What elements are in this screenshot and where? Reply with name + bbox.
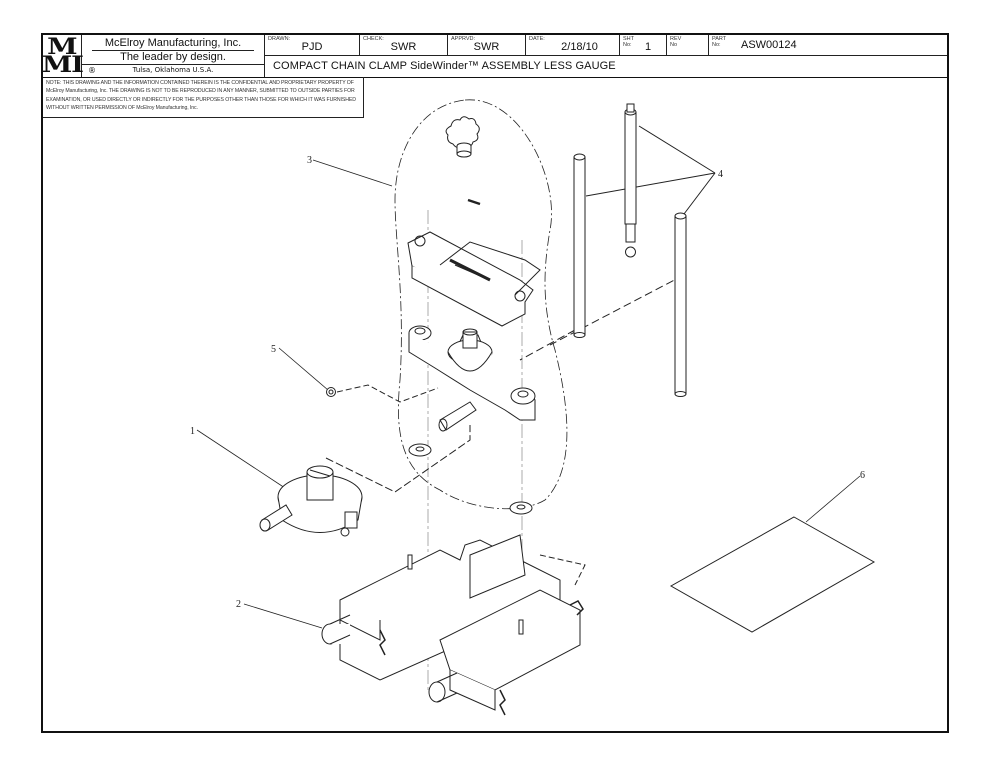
company-tagline: The leader by design. <box>120 51 226 63</box>
part-label: PART No: <box>712 36 727 48</box>
confidentiality-note: NOTE: THIS DRAWING AND THE INFORMATION C… <box>43 77 364 118</box>
drawing-title: COMPACT CHAIN CLAMP SideWinder™ ASSEMBLY… <box>273 60 616 72</box>
rev-label: REV No <box>670 36 682 48</box>
sheet-field: SHT No: 1 <box>620 35 667 56</box>
assembly-path-5 <box>336 384 439 403</box>
washer-part-left <box>408 443 432 457</box>
drawn-value: PJD <box>301 41 323 53</box>
leader-2 <box>243 603 323 629</box>
drawn-label: DRAWN: <box>268 36 291 42</box>
leader-4c <box>683 172 716 215</box>
approved-field: APPRVD: SWR <box>448 35 526 56</box>
balloon-3: 3 <box>307 155 312 166</box>
part-field: PART No: ASW00124 <box>709 35 947 56</box>
gear-housing-part <box>259 465 363 537</box>
company-name: McElroy Manufacturing, Inc. <box>104 37 242 49</box>
drawn-field: DRAWN: PJD <box>265 35 360 56</box>
guide-rod-left <box>573 153 586 338</box>
sheet-value: 1 <box>644 41 652 53</box>
approved-value: SWR <box>473 41 500 53</box>
divider <box>92 50 254 51</box>
guide-rod-right <box>674 212 687 397</box>
drawing-sheet-frame: M MI McElroy Manufacturing, Inc. The lea… <box>41 33 949 733</box>
date-field: DATE: 2/18/10 <box>526 35 620 56</box>
lower-clamp-body-part <box>408 325 536 432</box>
leader-1 <box>196 429 286 489</box>
leader-6 <box>805 475 861 523</box>
balloon-4: 4 <box>718 169 723 180</box>
part-number: ASW00124 <box>741 39 797 51</box>
assembly-path-1 <box>325 425 471 493</box>
company-info: McElroy Manufacturing, Inc. The leader b… <box>82 35 265 77</box>
nut-part <box>326 387 336 397</box>
assembly-path-frame <box>539 554 586 586</box>
company-location: Tulsa, Oklahoma U.S.A. <box>132 66 214 74</box>
chain-clamp-frame-part <box>321 534 584 716</box>
drawing-title-row: COMPACT CHAIN CLAMP SideWinder™ ASSEMBLY… <box>265 56 947 77</box>
pin-part <box>467 198 481 206</box>
check-label: CHECK: <box>363 36 384 42</box>
balloon-2: 2 <box>236 599 241 610</box>
instruction-sheet-part <box>669 516 876 633</box>
company-logo: M MI <box>41 33 84 78</box>
sheet-label: SHT No: <box>623 36 634 48</box>
star-knob-part <box>445 116 480 158</box>
date-value: 2/18/10 <box>561 41 598 53</box>
check-field: CHECK: SWR <box>360 35 448 56</box>
leader-4b <box>585 172 716 197</box>
guide-rod-middle <box>624 103 637 258</box>
location-row: ® Tulsa, Oklahoma U.S.A. <box>82 64 264 78</box>
date-label: DATE: <box>529 36 545 42</box>
assembly-path-rod-left <box>519 329 576 361</box>
assembly-path-rod-right <box>549 274 685 346</box>
leader-3 <box>312 159 393 187</box>
leader-5 <box>278 347 329 391</box>
group-boundary-outline <box>394 99 568 510</box>
registered-mark-icon: ® <box>88 66 96 75</box>
approved-label: APPRVD: <box>451 36 476 42</box>
washer-part-right <box>509 501 533 515</box>
check-value: SWR <box>390 41 417 53</box>
upper-clamp-plate-part <box>407 231 541 327</box>
leader-4a <box>638 125 716 174</box>
logo-text-bottom: MI <box>41 52 84 78</box>
logo-text-top: M <box>47 33 77 60</box>
balloon-5: 5 <box>271 344 276 355</box>
title-block: M MI McElroy Manufacturing, Inc. The lea… <box>41 33 947 78</box>
balloon-6: 6 <box>860 470 865 481</box>
balloon-1: 1 <box>190 426 195 437</box>
rev-field: REV No <box>667 35 709 56</box>
